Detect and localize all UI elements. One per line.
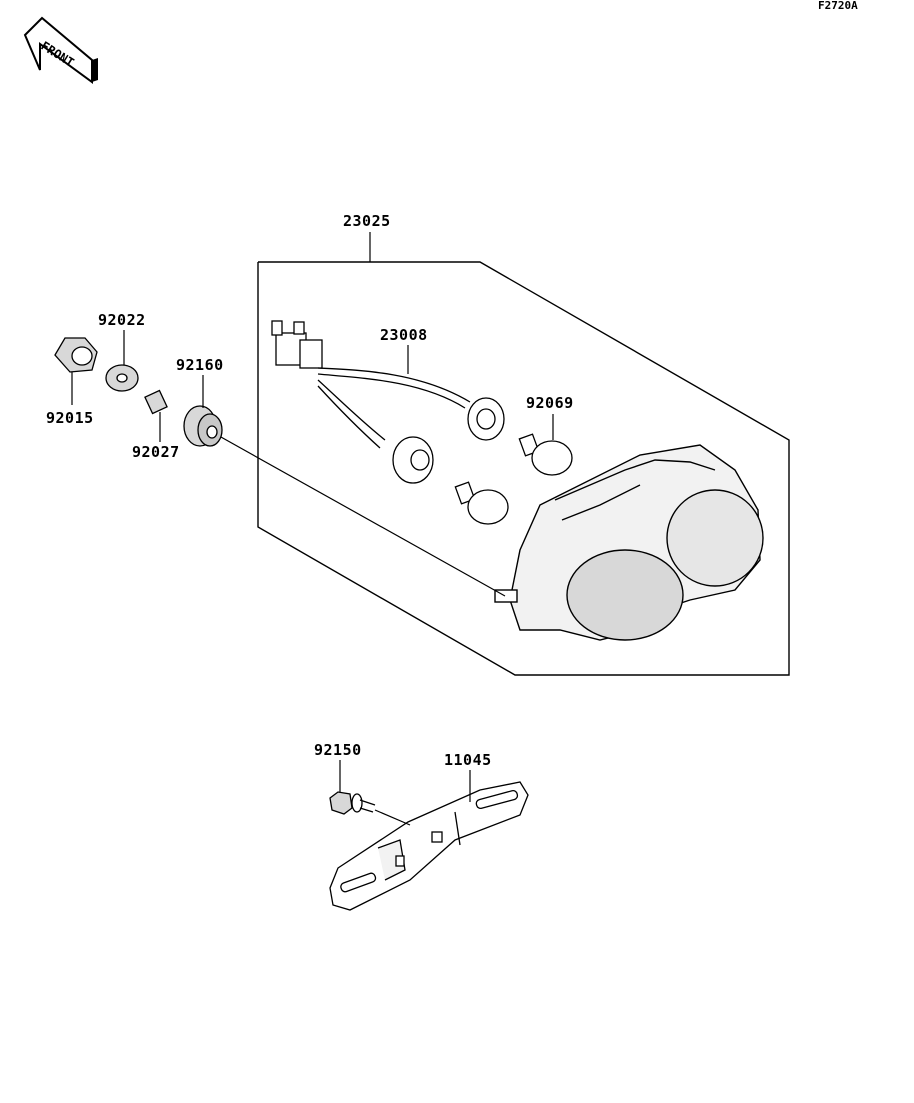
tail-light-housing [494,444,764,641]
lens-left [566,549,684,641]
part-label-23008[interactable]: 23008 [380,326,428,344]
nut-icon [54,337,98,373]
grommet-icon [183,405,223,447]
washer-icon [105,364,139,392]
front-arrow-icon: FRONT [23,16,98,84]
part-label-11045[interactable]: 11045 [444,751,492,769]
assembly-outline [257,261,790,676]
diagram-code: F2720A [818,0,858,12]
part-label-92160[interactable]: 92160 [176,356,224,374]
part-label-92022[interactable]: 92022 [98,311,146,329]
leader-grommet-housing [211,431,506,597]
bracket-icon [329,781,529,911]
part-label-92027[interactable]: 92027 [132,443,180,461]
wire-harness [271,320,505,484]
bolt-icon [329,791,376,815]
part-label-92069[interactable]: 92069 [526,394,574,412]
part-label-23025[interactable]: 23025 [343,212,391,230]
bulb-icon [454,433,573,525]
collar-icon [144,389,168,415]
lens-right [666,489,764,587]
leader-bolt-bracket [374,809,411,826]
part-label-92015[interactable]: 92015 [46,409,94,427]
part-label-92150[interactable]: 92150 [314,741,362,759]
